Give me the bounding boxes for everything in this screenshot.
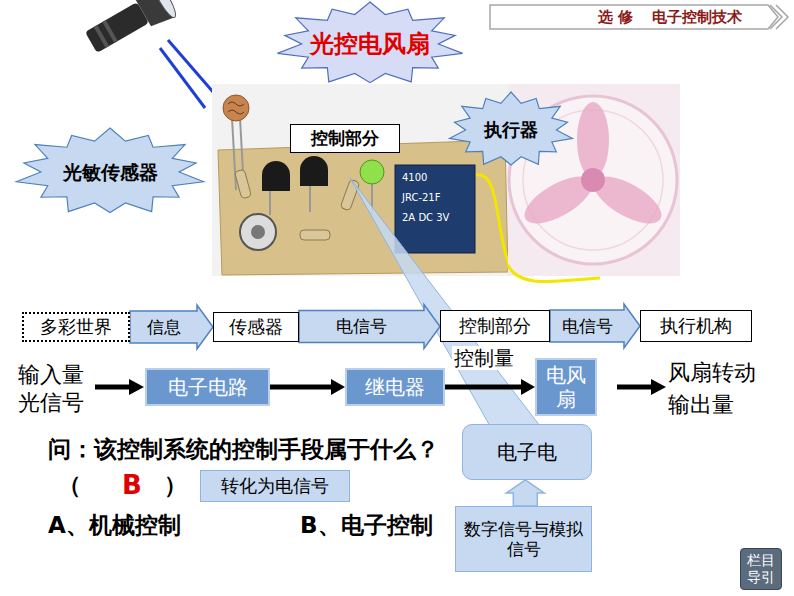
arrow-head [521,379,535,395]
process-box: 控制部分 [440,310,550,342]
block-box: 电风扇 [535,358,597,416]
part-label: 控制部分 [290,124,400,153]
node-text: 执行机构 [660,315,732,337]
signal-name: 输入量 [18,362,84,388]
block-box: 电子电路 [145,368,270,406]
node-text: 传感器 [229,316,283,338]
node-text: 控制部分 [459,315,531,337]
callout-pointer [350,178,540,426]
node-text: 转化为电信号 [221,475,329,497]
wire [476,175,510,268]
block-arrow [506,480,544,506]
burst-outline [16,128,203,212]
title-burst: 光控电风扇 [275,2,465,86]
header-bar [490,5,788,29]
edge-label: 信息 [145,317,183,337]
signal-name: 风扇转动 [668,360,756,386]
node-text: 电风扇 [543,363,589,411]
circuit-board-photo [212,84,510,276]
signal-name: 输出量 [668,392,734,418]
process-box: 传感器 [213,312,299,342]
speech-bubble: 电子电 [462,424,592,480]
question-text: 问：该控制系统的控制手段属于什么？ [48,436,439,464]
node-text: 栏目导引 [746,552,776,586]
header-text: 电子控制技术 [652,8,742,26]
connector [299,305,440,349]
block-box: 继电器 [345,368,445,406]
connector [445,379,535,395]
burst-outline [277,2,462,83]
connector [506,480,544,506]
relay-marking: 4100 [402,172,427,184]
connector [130,305,213,349]
callout-burst: 光敏传感器 [14,128,206,216]
process-box: 多彩世界 [22,312,130,342]
relay [395,165,475,253]
callout-box: 转化为电信号 [200,470,350,502]
arrow-line [270,385,331,390]
node-text: 多彩世界 [40,316,112,338]
connector [550,304,640,348]
option-text: A、机械控制 [48,512,181,540]
connector [270,379,345,395]
node-text: 光控电风扇 [310,30,430,59]
node-text: 执行器 [484,119,538,141]
callout-burst: 执行器 [448,92,574,168]
callout-box: 数字信号与模拟信号 [455,506,592,572]
nav-button: 栏目导引 [740,548,782,590]
header-shape [490,5,778,29]
node-text: 数字信号与模拟信号 [464,519,583,560]
edge-label: 电信号 [334,316,389,336]
option-text: B、电子控制 [300,512,433,540]
node-text: 光敏传感器 [63,161,158,184]
signal-name: 光信号 [18,390,84,416]
node-text: 继电器 [365,375,425,399]
node-text: 控制部分 [311,128,379,148]
relay-marking: 2A DC 3V [402,212,449,224]
arrow-head [331,379,345,395]
header-text: 选 修 [598,8,633,26]
node-text: 电子电 [497,440,557,464]
wire [508,265,600,282]
arrow-line [445,385,521,390]
flashlight [81,0,179,60]
light-beam [160,40,220,108]
node-text: 电子电路 [168,375,248,399]
signal-name: 控制量 [452,346,516,370]
edge-label: 电信号 [560,316,615,336]
block-arrow [299,305,440,349]
block-arrow [130,305,213,349]
burst-outline [450,92,573,165]
block-arrow [550,304,640,348]
relay-marking: JRC-21F [402,192,440,204]
answer-bracket: （ [58,472,81,500]
process-box: 执行机构 [640,310,752,342]
header-chevron [776,5,788,29]
answer-bracket: ） [164,472,187,500]
answer-letter: B [122,470,142,501]
